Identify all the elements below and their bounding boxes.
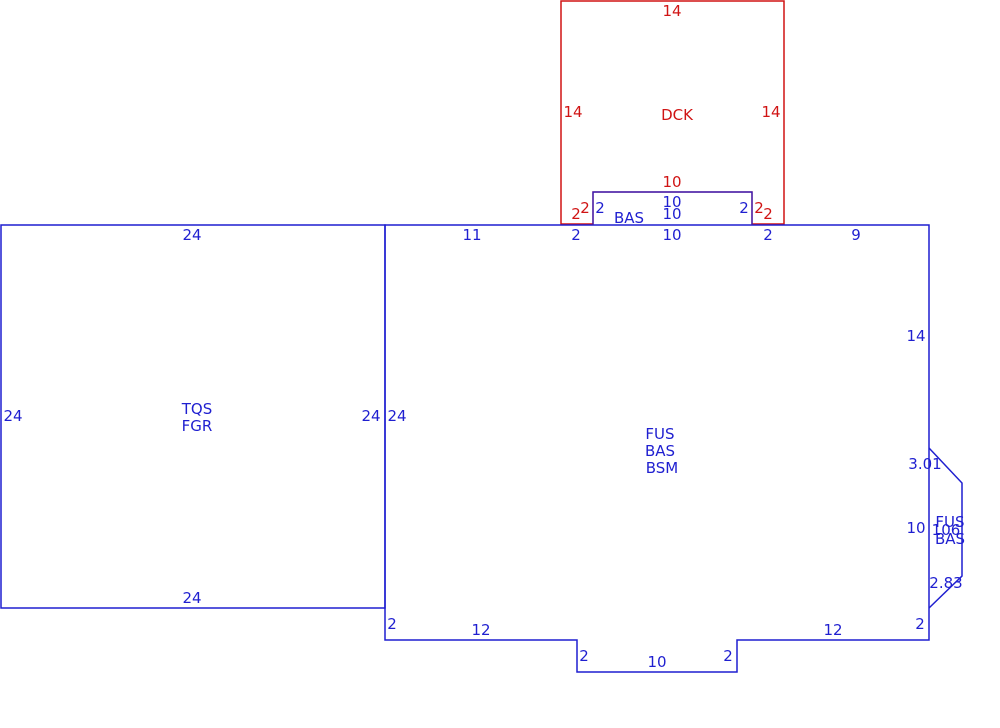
dim-house-top-b: 2: [571, 226, 581, 244]
dim-house-top-a: 11: [462, 226, 481, 244]
deck-label: DCK: [661, 106, 694, 124]
dim-house-top-c: 10: [662, 226, 681, 244]
house-label-3: BSM: [646, 459, 679, 477]
dim-garage-right: 24: [361, 407, 380, 425]
house-label-2: BAS: [645, 442, 675, 460]
dim-house-step-left: 2: [387, 615, 397, 633]
bay-outline: [928, 447, 963, 609]
dim-bas-top-b: 10: [662, 205, 681, 223]
dim-garage-left: 24: [3, 407, 22, 425]
dim-bas-top-a: 10: [662, 193, 681, 211]
dim-house-top-e: 9: [851, 226, 861, 244]
dim-house-bottom-right: 12: [823, 621, 842, 639]
small-bas-outline: [592, 191, 753, 224]
dim-deck-step-left-b: 2: [580, 199, 590, 217]
dim-house-step-right: 2: [915, 615, 925, 633]
house-label-1: FUS: [645, 425, 674, 443]
dim-bas-left: 2: [595, 199, 605, 217]
dim-garage-top: 24: [182, 226, 201, 244]
dim-house-left: 24: [387, 407, 406, 425]
bay-label-2: BAS: [935, 530, 965, 548]
dim-notch-right: 2: [723, 647, 733, 665]
dim-deck-bottom: 10: [662, 173, 681, 191]
dim-deck-top: 14: [662, 2, 681, 20]
dim-deck-left: 14: [563, 103, 582, 121]
bay-label-1: FUS: [935, 513, 964, 531]
bay-overlap-label: 106: [932, 521, 961, 539]
garage-label-1: TQS: [181, 400, 213, 418]
house-outline: [384, 224, 930, 673]
dim-notch-bottom: 10: [647, 653, 666, 671]
dim-bas-right: 2: [739, 199, 749, 217]
dim-garage-bottom: 24: [182, 589, 201, 607]
dim-deck-step-left-a: 2: [571, 205, 581, 223]
dim-house-right: 14: [906, 327, 925, 345]
dim-house-bottom-left: 12: [471, 621, 490, 639]
garage-label-2: FGR: [182, 417, 213, 435]
dim-house-top-d: 2: [763, 226, 773, 244]
dim-bay-wall: 10: [906, 519, 925, 537]
dim-bay-upper: 3.01: [908, 455, 941, 473]
dim-deck-step-right-b: 2: [763, 205, 773, 223]
small-bas-label: BAS: [614, 209, 644, 227]
dim-notch-left: 2: [579, 647, 589, 665]
dim-bay-lower: 2.83: [929, 574, 962, 592]
dim-deck-step-right-a: 2: [754, 199, 764, 217]
dim-deck-right: 14: [761, 103, 780, 121]
